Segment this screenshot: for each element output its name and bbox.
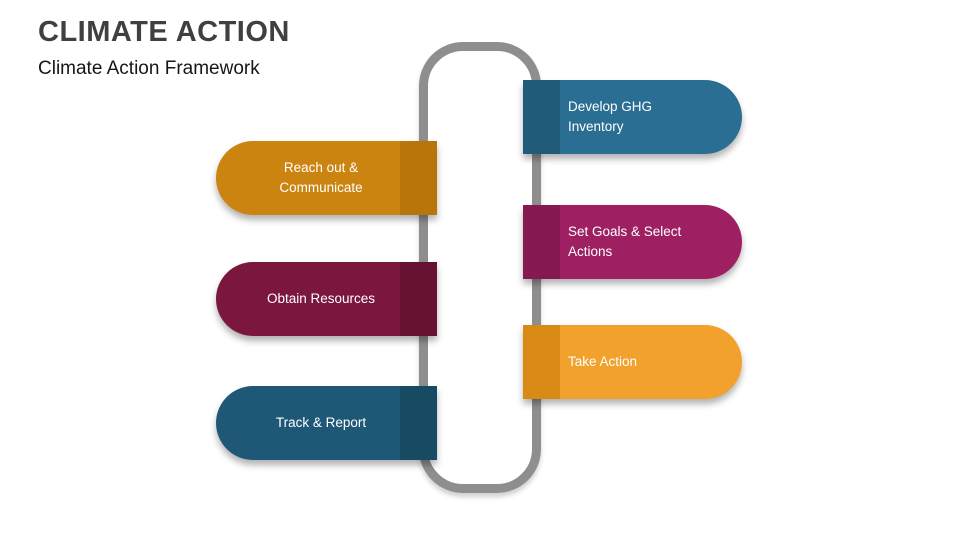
page-subtitle: Climate Action Framework <box>38 58 260 79</box>
step-label: Obtain Resources <box>266 290 376 306</box>
step-set-goals-select-actions: Set Goals & Select Actions <box>523 205 742 279</box>
step-connector-tab <box>523 205 560 279</box>
step-label: Take Action <box>568 353 638 369</box>
step-connector-tab <box>400 141 437 215</box>
step-take-action: Take Action <box>523 325 742 399</box>
step-label: Track & Report <box>275 414 367 430</box>
step-label: Reach out & Communicate <box>279 159 363 195</box>
step-connector-tab <box>523 325 560 399</box>
step-obtain-resources: Obtain Resources <box>216 262 437 336</box>
step-connector-tab <box>523 80 560 154</box>
page-title: CLIMATE ACTION <box>38 16 290 48</box>
step-track-report: Track & Report <box>216 386 437 460</box>
step-connector-tab <box>400 262 437 336</box>
step-label: Develop GHG Inventory <box>568 98 653 134</box>
step-connector-tab <box>400 386 437 460</box>
step-develop-ghg-inventory: Develop GHG Inventory <box>523 80 742 154</box>
step-reach-out-communicate: Reach out & Communicate <box>216 141 437 215</box>
step-label: Set Goals & Select Actions <box>568 223 682 259</box>
